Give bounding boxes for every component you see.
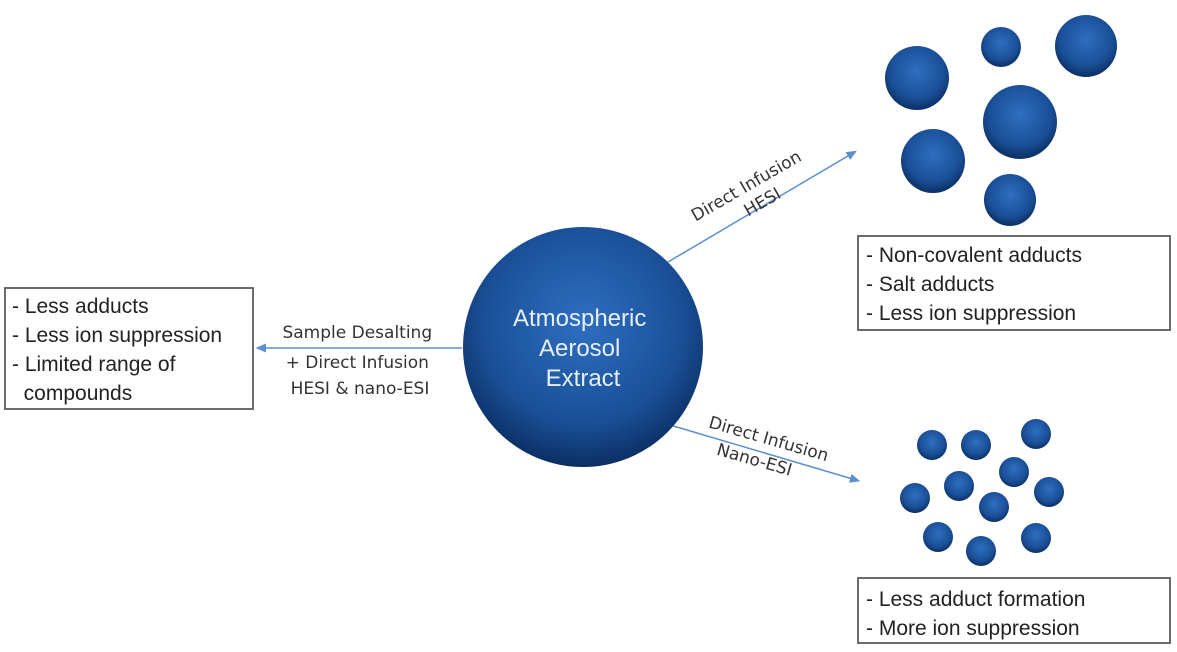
svg-text:- Non-covalent adducts -: - Non-covalent adducts - Salt adducts - … — [866, 244, 1088, 325]
box-line: - Less ion suppression — [866, 302, 1076, 325]
droplet — [961, 430, 991, 460]
center-label: Atmospheric Aerosol Extract — [513, 305, 653, 392]
box-line: compounds — [12, 382, 132, 405]
droplet — [1021, 419, 1051, 449]
nano-results-box: - Less adduct formation - More ion suppr… — [857, 577, 1171, 644]
droplet — [999, 457, 1029, 487]
box-line: - Less adducts — [12, 295, 149, 318]
label-line: HESI & nano-ESI — [291, 379, 430, 399]
desalting-results-box: - Less adducts - Less ion suppression - … — [0, 0, 263, 410]
droplet — [944, 471, 974, 501]
droplet — [983, 85, 1057, 159]
droplet — [923, 522, 953, 552]
label-line: + Direct Infusion — [286, 353, 429, 373]
box-line: - Less ion suppression — [12, 324, 222, 347]
droplet — [901, 129, 965, 193]
droplet — [1021, 523, 1051, 553]
droplet — [966, 536, 996, 566]
box-line: - Salt adducts — [866, 273, 994, 296]
nano-label: Direct Infusion Nano-ESI — [706, 413, 830, 481]
hesi-label: Direct Infusion HESI — [688, 147, 805, 226]
droplet — [981, 27, 1021, 67]
arrow-hesi — [667, 150, 857, 263]
box-line: - Non-covalent adducts — [866, 244, 1082, 267]
nano-droplets — [900, 419, 1064, 566]
box-line: - Less adduct formation — [866, 588, 1085, 611]
droplet — [979, 492, 1009, 522]
svg-text:- Less adduct formation: - Less adduct formation - More ion suppr… — [866, 588, 1091, 640]
droplet — [900, 483, 930, 513]
box-line: - Limited range of — [12, 353, 176, 376]
droplet — [1034, 477, 1064, 507]
droplet — [917, 430, 947, 460]
droplet — [984, 174, 1036, 226]
hesi-results-box: - Non-covalent adducts - Salt adducts - … — [857, 235, 1171, 331]
droplet — [885, 46, 949, 110]
hesi-droplets — [885, 15, 1117, 226]
center-line: Aerosol — [539, 335, 620, 362]
center-line: Extract — [546, 365, 621, 392]
aerosol-extract-sphere — [463, 227, 703, 467]
center-line: Atmospheric — [513, 305, 646, 332]
svg-text:- Less adducts - Less io: - Less adducts - Less ion suppression - … — [0, 0, 263, 405]
arrow-nano — [669, 424, 861, 483]
box-line: - More ion suppression — [866, 617, 1080, 640]
droplet — [1055, 15, 1117, 77]
label-line: Sample Desalting — [282, 323, 432, 343]
desalting-label: Sample Desalting + Direct Infusion HESI … — [282, 323, 437, 399]
